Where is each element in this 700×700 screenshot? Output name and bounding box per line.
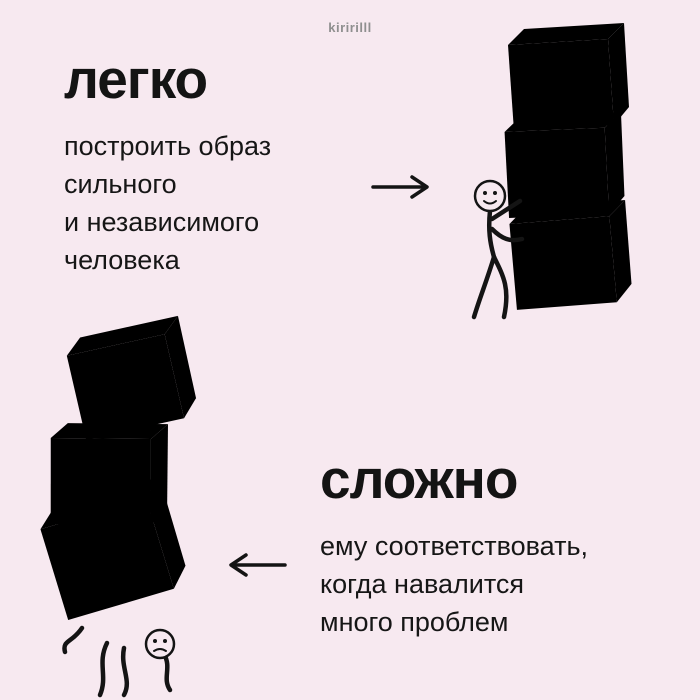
hard-line-1: ему соответствовать, xyxy=(320,531,589,561)
easy-line-1: построить образ xyxy=(64,131,272,161)
easy-line-2: сильного xyxy=(64,169,177,199)
easy-lines: построить образ сильного и независимого … xyxy=(64,127,394,279)
sad-stick-figure xyxy=(62,625,173,698)
easy-line-3: и независимого xyxy=(64,207,260,237)
hard-text-block: сложно ему соответствовать, когда навали… xyxy=(320,452,690,641)
easy-title: легко xyxy=(64,48,208,110)
watermark: kiririlll xyxy=(328,20,372,35)
hard-line-3: много проблем xyxy=(320,607,509,637)
happy-stick-figure xyxy=(471,179,525,320)
sad-face xyxy=(144,628,176,660)
easy-line-4: человека xyxy=(64,245,180,275)
happy-face xyxy=(473,179,507,213)
sad-face-group xyxy=(144,628,176,660)
hard-line-2: когда навалится xyxy=(320,569,525,599)
box-fallen-top xyxy=(63,315,200,441)
fallen-boxes-figure xyxy=(35,315,200,698)
hard-title: сложно xyxy=(320,448,518,510)
left-arrow-icon xyxy=(229,553,287,577)
box-top xyxy=(508,23,629,131)
stacked-boxes-figure xyxy=(471,23,632,320)
easy-text-block: легко построить образ сильного и независ… xyxy=(64,52,394,279)
right-arrow-icon xyxy=(371,175,429,199)
hard-lines: ему соответствовать, когда навалится мно… xyxy=(320,527,690,641)
